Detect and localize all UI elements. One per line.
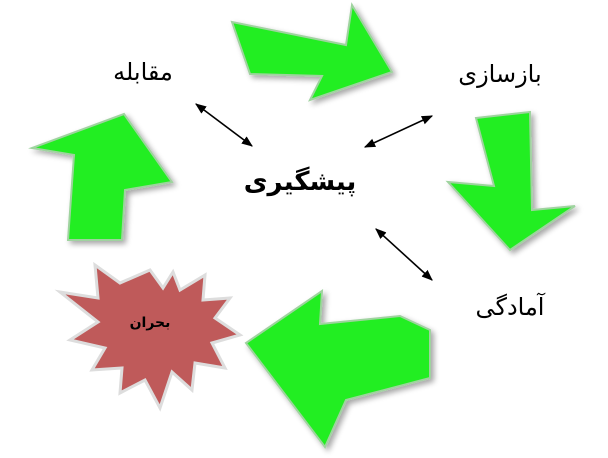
connector-bottom-right — [375, 228, 433, 281]
connector-top-left — [195, 103, 253, 147]
cycle-arrow-top — [230, 2, 394, 102]
connector-top-right — [363, 115, 434, 148]
cycle-arrow-left — [28, 112, 174, 241]
cycle-arrow-bottom — [244, 289, 431, 449]
crisis-burst-shape — [54, 261, 244, 412]
cycle-arrow-right — [445, 110, 576, 252]
label-response: مقابله — [113, 58, 173, 86]
label-preparedness: آمادگی — [476, 292, 546, 321]
label-crisis: بحران — [130, 315, 171, 331]
label-reconstruction: بازسازی — [458, 60, 541, 88]
label-prevention: پیشگیری — [244, 166, 357, 197]
